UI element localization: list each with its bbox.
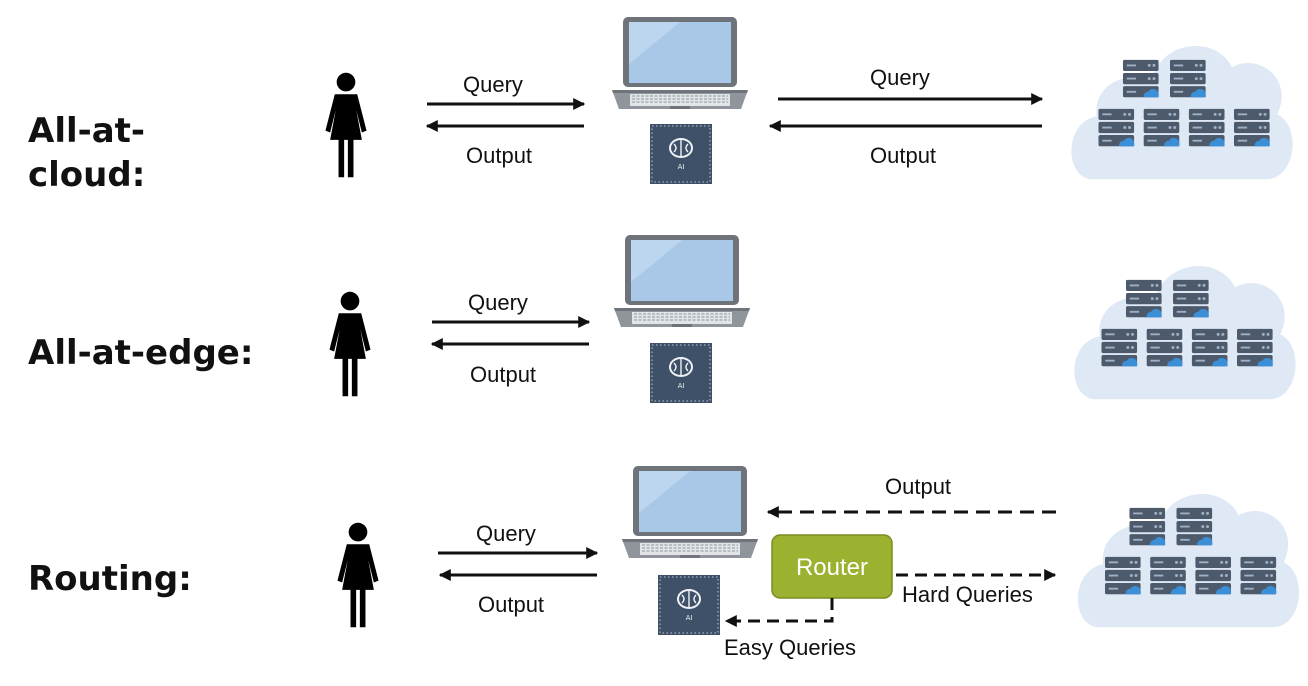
ai-chip-icon (658, 575, 720, 635)
query-label-cloud: Query (870, 65, 930, 90)
person-icon (325, 72, 367, 178)
row-label-all-at-cloud-line1: All-at- (28, 111, 145, 151)
cloud-server-icon (1071, 46, 1292, 179)
output-label: Output (470, 362, 536, 387)
output-label: Output (466, 143, 532, 168)
row-label-routing: Routing: (28, 559, 192, 599)
row-all-at-edge: All-at-edge: Query Output (28, 234, 1296, 403)
cloud-server-icon (1078, 494, 1299, 627)
easy-queries-arrow (724, 598, 834, 627)
query-label: Query (476, 521, 536, 546)
person-icon (329, 291, 371, 397)
row-label-all-at-cloud-line2: cloud: (28, 155, 145, 195)
ai-chip-icon (650, 343, 712, 403)
router-label: Router (796, 554, 868, 581)
laptop-icon (613, 234, 751, 328)
output-label-cloud: Output (870, 143, 936, 168)
row-label-all-at-edge: All-at-edge: (28, 333, 253, 373)
easy-queries-label: Easy Queries (724, 635, 856, 660)
cloud-server-icon (1074, 266, 1295, 399)
laptop-icon (611, 16, 749, 110)
query-label: Query (463, 72, 523, 97)
row-all-at-cloud: All-at- cloud: Query Output Query Output (28, 16, 1293, 195)
row-routing: Routing: Query Output Output Router Hard… (28, 465, 1299, 660)
ai-chip-icon (650, 124, 712, 184)
person-icon (337, 522, 379, 628)
output-label: Output (478, 592, 544, 617)
output-label-cloud: Output (885, 474, 951, 499)
hard-queries-label: Hard Queries (902, 582, 1033, 607)
query-label: Query (468, 290, 528, 315)
laptop-icon (621, 465, 759, 559)
